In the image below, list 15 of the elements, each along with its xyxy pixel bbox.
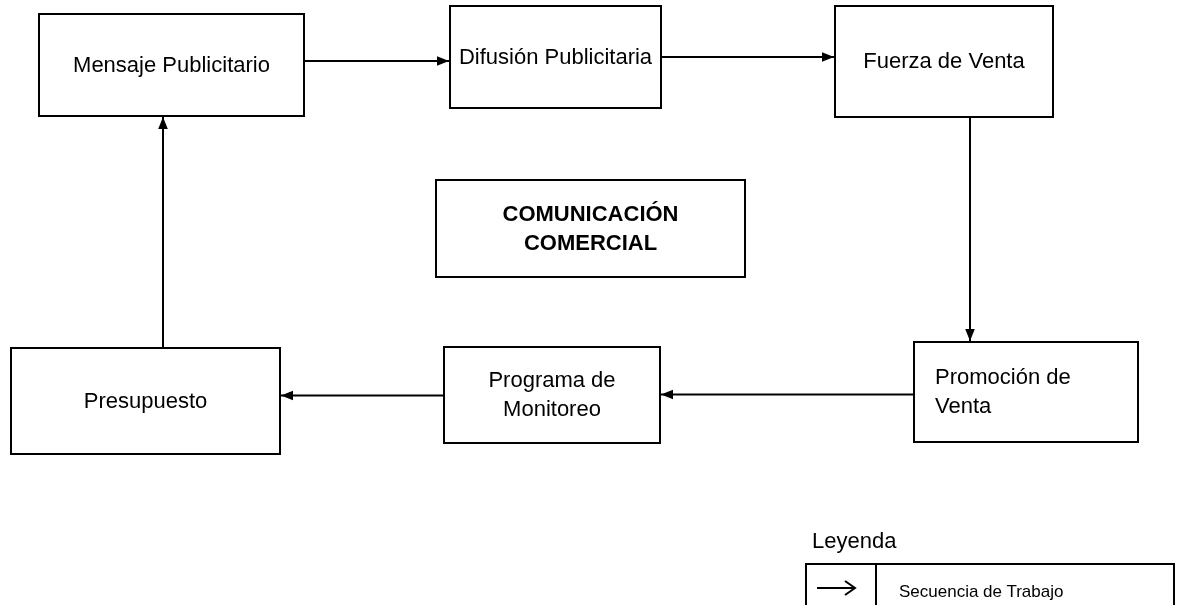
arrow — [158, 116, 168, 348]
process-box: Promoción de Venta — [913, 341, 1139, 443]
arrow — [965, 117, 975, 342]
process-box: Mensaje Publicitario — [38, 13, 305, 117]
process-box: Presupuesto — [10, 347, 281, 455]
legend-text: Secuencia de Trabajo — [899, 582, 1064, 602]
process-box: Difusión Publicitaria — [449, 5, 662, 109]
arrow — [280, 390, 444, 401]
arrow — [661, 52, 835, 62]
arrow — [304, 56, 450, 66]
process-box: Fuerza de Venta — [834, 5, 1054, 118]
legend-title: Leyenda — [812, 528, 897, 554]
title-box: COMUNICACIÓN COMERCIAL — [435, 179, 746, 278]
arrow — [660, 389, 914, 400]
process-box: Programa de Monitoreo — [443, 346, 661, 444]
